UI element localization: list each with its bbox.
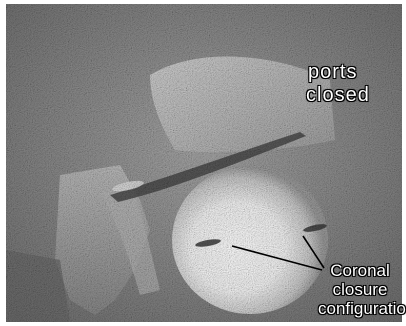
sphere (172, 166, 328, 314)
coronal-label-line2: closure (318, 281, 402, 298)
coronal-label-line1: Coronal (318, 262, 402, 279)
ports-closed-label: ports closed (308, 62, 370, 105)
ports-label-line2: closed (306, 85, 370, 105)
coronal-closure-label: Coronal closure configuration (318, 262, 402, 319)
ports-label-line1: ports (308, 61, 357, 83)
coronal-label-line3: configuration (318, 300, 402, 317)
